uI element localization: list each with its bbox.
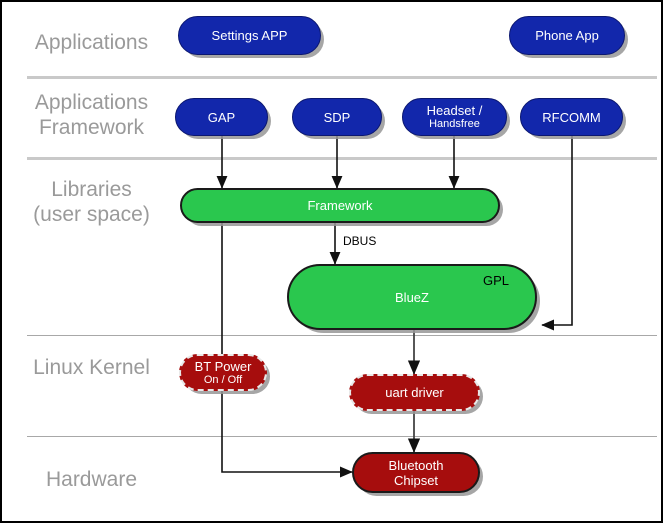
node-sdp[interactable]: SDP — [292, 98, 382, 136]
layer-label-libraries: Libraries (user space) — [33, 178, 150, 226]
node-bt-power-label-line2: On / Off — [203, 373, 243, 386]
node-rfcomm-label: RFCOMM — [542, 109, 601, 125]
node-phone-app-label: Phone App — [535, 28, 599, 43]
node-headset-handsfree-label-line1: Headset / — [426, 103, 483, 118]
node-headset-handsfree-label-line2: Handsfree — [429, 118, 480, 130]
node-settings-app-label: Settings APP — [211, 28, 288, 43]
node-bt-power-label-line1: BT Power — [194, 358, 252, 374]
node-bluetooth-chipset[interactable]: Bluetooth Chipset — [352, 452, 480, 493]
node-sdp-label: SDP — [323, 109, 351, 125]
node-headset-handsfree[interactable]: Headset / Handsfree — [402, 98, 507, 136]
node-phone-app[interactable]: Phone App — [509, 16, 625, 55]
node-gap-label: GAP — [207, 109, 236, 125]
node-bluetooth-chipset-label-line2: Chipset — [393, 472, 439, 488]
separator-linux-kernel — [27, 436, 657, 437]
node-framework[interactable]: Framework — [180, 188, 500, 223]
node-uart-driver-label: uart driver — [385, 385, 444, 400]
node-settings-app[interactable]: Settings APP — [178, 16, 321, 55]
node-rfcomm[interactable]: RFCOMM — [520, 98, 623, 136]
node-bluez-label: BlueZ — [395, 289, 429, 305]
layer-label-hardware: Hardware — [45, 468, 138, 491]
node-bt-power[interactable]: BT Power On / Off — [179, 354, 267, 391]
separator-applications — [27, 76, 657, 79]
node-bluez[interactable]: BlueZ — [287, 264, 537, 330]
gpl-annotation: GPL — [483, 273, 510, 288]
layer-label-linux-kernel: Linux Kernel — [33, 356, 150, 379]
node-framework-label: Framework — [307, 198, 373, 213]
separator-libraries — [27, 335, 657, 336]
node-uart-driver[interactable]: uart driver — [349, 374, 480, 411]
separator-applications-framework — [27, 157, 657, 160]
layer-label-applications: Applications — [34, 31, 149, 54]
layer-label-applications-framework: Applications Framework — [34, 91, 149, 139]
node-gap[interactable]: GAP — [175, 98, 268, 136]
dbus-annotation: DBUS — [343, 234, 377, 248]
node-bluetooth-chipset-label-line1: Bluetooth — [388, 457, 444, 473]
